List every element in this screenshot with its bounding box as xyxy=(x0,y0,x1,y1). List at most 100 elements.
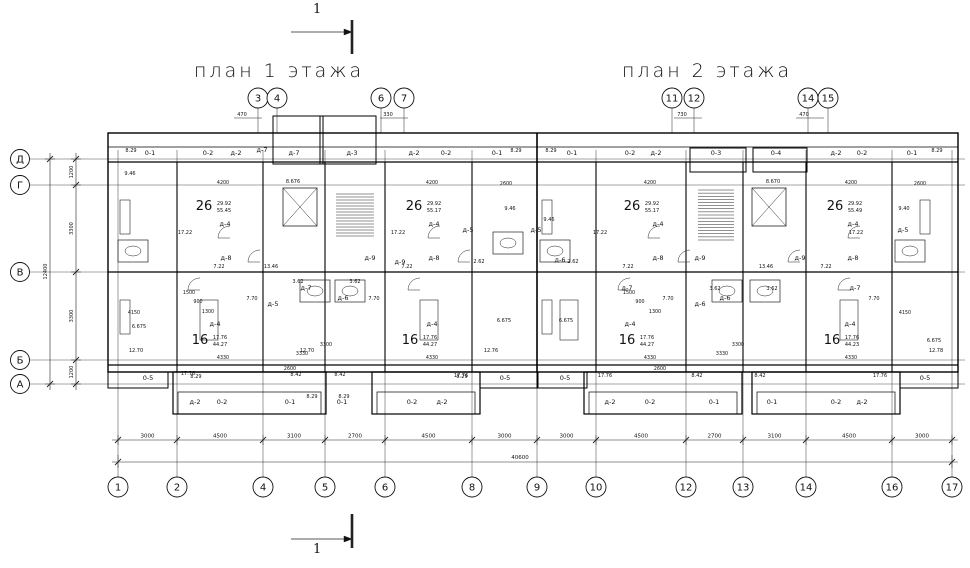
corridor-area: 7.70 xyxy=(868,296,879,302)
dimension-tick xyxy=(72,181,80,189)
axis-bubble-12-circle xyxy=(675,476,697,498)
inner-dimension: 4150 xyxy=(128,310,140,316)
axis-bubble-left-Д-label: Д xyxy=(16,155,24,166)
apartment-area: 17.76 xyxy=(845,335,859,341)
dimension-tick xyxy=(259,436,267,444)
window-mark: д-7 xyxy=(289,149,300,157)
axis-bubble-12-label: 12 xyxy=(680,483,693,494)
axis-bubble-13-circle xyxy=(732,476,754,498)
apartment-number: 16 xyxy=(824,333,841,348)
axis-bubble-16-circle xyxy=(881,476,903,498)
room-area: 12.78 xyxy=(929,348,943,354)
inner-dimension: 3330 xyxy=(296,351,308,357)
bathroom-area: 8.42 xyxy=(754,373,765,379)
dimension-tick xyxy=(46,155,54,163)
corridor-area: 7.70 xyxy=(368,296,379,302)
axis-bubble-top-15-label: 15 xyxy=(822,94,835,105)
dimension-label: 4500 xyxy=(634,434,648,440)
dimension-tick xyxy=(173,436,181,444)
balcony-area: 8.29 xyxy=(931,148,942,154)
apartment-area: 17.76 xyxy=(423,335,437,341)
dimension-lines xyxy=(45,20,958,548)
dimension-tick xyxy=(592,436,600,444)
window-mark: 0-3 xyxy=(711,149,722,157)
floor-2-title: план 2 этажа xyxy=(622,60,793,82)
loggia-area: 17.76 xyxy=(181,371,195,377)
elevator-shaft xyxy=(751,187,787,227)
axis-bubble-17-label: 17 xyxy=(946,483,959,494)
axis-bubble-top-4-label: 4 xyxy=(274,94,280,105)
inner-dimension: 1500 xyxy=(623,290,635,296)
window-mark: 0-5 xyxy=(920,374,931,382)
door-mark: д-4 xyxy=(848,220,859,228)
axis-bubble-9-label: 9 xyxy=(534,483,540,494)
loggia-area: 17.76 xyxy=(598,373,612,379)
axis-bubble-2-label: 2 xyxy=(174,483,180,494)
door-mark: д-9 xyxy=(695,254,706,262)
window-mark: 0-1 xyxy=(767,398,778,406)
apartment-area: 29.92 xyxy=(848,201,862,207)
dimension-label: 3300 xyxy=(69,222,75,235)
door-mark: д-5 xyxy=(531,226,542,234)
apartment-number: 16 xyxy=(619,333,636,348)
balcony-area: 8.29 xyxy=(510,148,521,154)
corridor-area: 17.22 xyxy=(178,230,192,236)
door-swing xyxy=(677,249,691,263)
axis-bubble-left-Б-circle xyxy=(10,350,30,370)
balcony-area: 8.29 xyxy=(545,148,556,154)
inner-dimension: 900 xyxy=(193,299,202,305)
kitchen-area: 6.675 xyxy=(497,318,511,324)
corridor-area: 7.70 xyxy=(662,296,673,302)
dimension-tick xyxy=(948,436,956,444)
axis-bubble-1-label: 1 xyxy=(115,483,121,494)
inner-dimension: 2600 xyxy=(284,366,296,372)
window-mark: д-2 xyxy=(605,398,616,406)
dimension-label: 3000 xyxy=(560,434,574,440)
dimension-label: 4500 xyxy=(213,434,227,440)
door-mark: д-5 xyxy=(268,300,279,308)
loggia-area: 17.76 xyxy=(454,373,468,379)
offset-label: 330 xyxy=(383,112,393,118)
axis-bubble-left-Д-circle xyxy=(10,149,30,169)
sanitary-block xyxy=(299,279,331,303)
window-mark: 0-2 xyxy=(441,149,452,157)
dimension-label: 3000 xyxy=(141,434,155,440)
dimension-label: 1200 xyxy=(69,366,75,379)
dimension-tick xyxy=(888,436,896,444)
axis-bubble-8-label: 8 xyxy=(469,483,475,494)
bathtub xyxy=(718,285,736,297)
axis-bubble-top-4-circle xyxy=(266,87,288,109)
floor-1-title: план 1 этажа xyxy=(194,60,365,82)
window-mark: 0-2 xyxy=(625,149,636,157)
dimension-tick xyxy=(802,436,810,444)
stair-block xyxy=(689,147,747,173)
door-mark: д-9 xyxy=(365,254,376,262)
bay-projection xyxy=(479,371,539,389)
bathroom-area: 8.42 xyxy=(334,372,345,378)
corridor-area: 17.22 xyxy=(391,230,405,236)
elevator-cross xyxy=(282,187,318,227)
hall-area: 7.22 xyxy=(820,264,831,270)
door-mark: д-8 xyxy=(653,254,664,262)
bathtub xyxy=(124,245,142,257)
apartment-area: 29.92 xyxy=(645,201,659,207)
window-mark: 0-2 xyxy=(857,149,868,157)
dimension-tick xyxy=(114,436,122,444)
door-swing xyxy=(427,225,441,239)
dimension-tick xyxy=(72,155,80,163)
balcony-area: 8.29 xyxy=(306,394,317,400)
axis-bubble-top-12-label: 12 xyxy=(688,94,701,105)
elevator-cross xyxy=(751,187,787,227)
sanitary-block xyxy=(749,279,781,303)
axis-bubble-2-circle xyxy=(166,476,188,498)
balcony-area: 8.29 xyxy=(125,148,136,154)
inner-dimension: 4200 xyxy=(217,180,229,186)
axis-bubble-top-6-circle xyxy=(370,87,392,109)
offset-label: 470 xyxy=(237,112,247,118)
inner-dimension: 3330 xyxy=(716,351,728,357)
door-mark: д-4 xyxy=(210,320,221,328)
door-swing xyxy=(407,277,421,291)
built-in-closet xyxy=(839,299,859,341)
apartment-number: 26 xyxy=(827,199,844,214)
axis-bubble-6-label: 6 xyxy=(382,483,388,494)
